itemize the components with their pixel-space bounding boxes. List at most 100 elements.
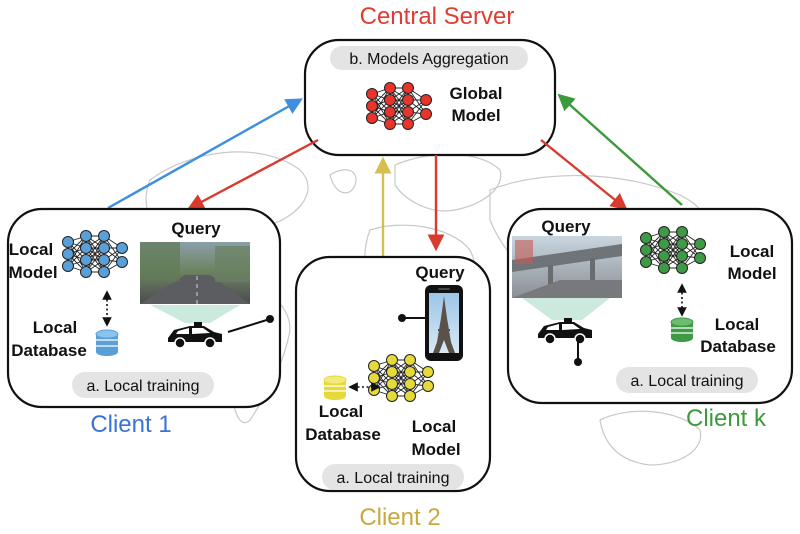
clientk-training-pill [616, 367, 758, 393]
client2-model-label-line1: Local [412, 417, 456, 436]
clientk-panel: Query Local Model [506, 207, 794, 432]
network-node [62, 260, 74, 272]
network-node [402, 106, 414, 118]
aggregation-pill [330, 46, 528, 70]
network-node [404, 366, 416, 378]
network-node [116, 256, 128, 268]
network-node [404, 390, 416, 402]
network-node [694, 238, 706, 250]
client1-car-icon [168, 322, 222, 349]
client1-database-label-line2: Database [11, 341, 87, 360]
clientk-name: Client k [686, 405, 767, 432]
network-node [422, 366, 434, 378]
network-node [116, 242, 128, 254]
network-node [404, 378, 416, 390]
clientk-database-icon [670, 317, 694, 342]
network-node [640, 232, 652, 244]
clientk-query-label: Query [541, 217, 591, 236]
clientk-view-cone [522, 298, 610, 320]
clientk-database-label-line1: Local [715, 315, 759, 334]
network-node [98, 254, 110, 266]
network-node [62, 248, 74, 260]
client1-model-label-line2: Model [8, 263, 57, 282]
network-node [676, 262, 688, 274]
network-node [366, 88, 378, 100]
clientk-model-label-line2: Model [727, 264, 776, 283]
client2-database-label-line1: Local [319, 402, 363, 421]
network-edge [389, 87, 409, 125]
network-node [676, 226, 688, 238]
street-photo [140, 242, 250, 304]
network-node [368, 372, 380, 384]
network-node [98, 266, 110, 278]
network-node [80, 242, 92, 254]
network-node [640, 256, 652, 268]
client1-database-label-line1: Local [33, 318, 77, 337]
smartphone-icon [425, 285, 463, 361]
network-node [420, 108, 432, 120]
network-node [366, 112, 378, 124]
client2-training-label: a. Local training [337, 470, 450, 487]
client1-training-label: a. Local training [87, 378, 200, 395]
network-node [386, 378, 398, 390]
network-node [402, 82, 414, 94]
network-node [386, 390, 398, 402]
network-node [658, 226, 670, 238]
network-node [368, 384, 380, 396]
client1-model-icon [62, 230, 128, 278]
clientk-upload-arrow [557, 93, 683, 206]
network-node [366, 100, 378, 112]
network-node [422, 380, 434, 392]
network-node [368, 360, 380, 372]
network-node [402, 94, 414, 106]
network-node [658, 238, 670, 250]
client1-car-link [227, 318, 271, 333]
clientk-database-label-line2: Database [700, 337, 776, 356]
global-model-icon [366, 82, 432, 130]
highway-photo [512, 236, 622, 298]
network-edge [663, 231, 683, 269]
clientk-model-icon [640, 226, 706, 274]
client2-query-label: Query [415, 263, 465, 282]
client2-model-label-line2: Model [411, 440, 460, 459]
client2-database-icon [323, 375, 347, 400]
client2-training-pill [322, 464, 464, 490]
client1-model-label-line1: Local [9, 240, 53, 259]
aggregation-label: b. Models Aggregation [349, 51, 508, 68]
network-node [420, 94, 432, 106]
communication-arrows [107, 93, 683, 258]
client1-name: Client 1 [90, 411, 171, 438]
global-model-label-line2: Model [451, 106, 500, 125]
client1-panel: Local Model Local Database Query [6, 207, 282, 438]
network-edge [85, 235, 105, 273]
network-node [386, 366, 398, 378]
client1-database-icon [95, 329, 119, 356]
network-node [658, 250, 670, 262]
network-node [98, 242, 110, 254]
network-node [384, 118, 396, 130]
network-node [658, 262, 670, 274]
client1-training-pill [72, 372, 214, 398]
client2-panel: Query Local Database Local Model a. Loca… [294, 255, 492, 531]
network-node [384, 82, 396, 94]
client2-name: Client 2 [359, 504, 440, 531]
server-title: Central Server [360, 3, 515, 30]
network-node [80, 266, 92, 278]
eiffel-tower-photo [433, 296, 455, 353]
client1-query-label: Query [171, 219, 221, 238]
global-model-label-line1: Global [450, 84, 503, 103]
network-node [80, 230, 92, 242]
clientk-model-label-line1: Local [730, 242, 774, 261]
client1-view-cone [150, 305, 240, 323]
client2-database-label-line2: Database [305, 425, 381, 444]
network-node [676, 238, 688, 250]
network-node [80, 254, 92, 266]
network-edge [391, 359, 411, 397]
network-node [384, 106, 396, 118]
network-node [694, 252, 706, 264]
server-to-clientk-arrow [540, 139, 628, 211]
network-node [386, 354, 398, 366]
client1-upload-arrow [107, 98, 303, 210]
